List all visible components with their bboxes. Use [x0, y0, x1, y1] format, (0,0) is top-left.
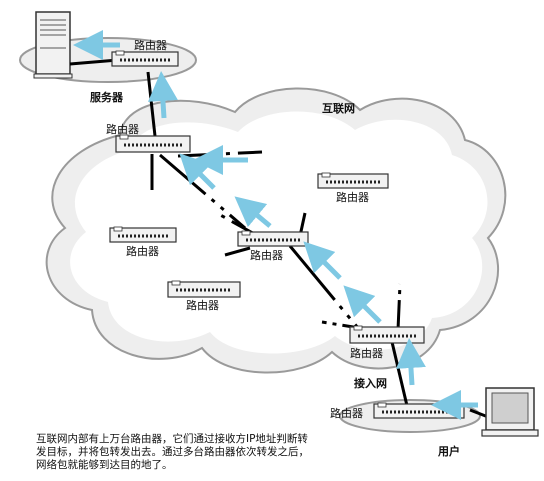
router-label: 路由器: [186, 299, 219, 312]
user-label: 用户: [438, 445, 460, 458]
router-label: 路由器: [134, 39, 167, 52]
router-icon: [115, 134, 191, 153]
diagram-caption: 互联网内部有上万台路由器，它们通过接收方IP地址判断转 发目标，并将包转发出去。…: [36, 433, 366, 472]
server-label: 服务器: [90, 91, 123, 104]
computer-icon: [481, 387, 539, 437]
router-label: 路由器: [350, 347, 383, 360]
router-label: 路由器: [330, 407, 363, 420]
router-icon: [111, 50, 179, 67]
router-icon: [167, 280, 241, 298]
router-label: 路由器: [250, 249, 283, 262]
internet-label: 互联网: [322, 102, 355, 115]
router-icon: [317, 172, 389, 189]
packet-flow-arrows: [73, 30, 478, 420]
caption-line: 发目标，并将包转发出去。通过多台路由器依次转发之后，: [36, 446, 309, 458]
access-network-label: 接入网: [354, 377, 387, 390]
router-label: 路由器: [106, 123, 139, 136]
server-icon: [33, 11, 73, 79]
router-icon: [109, 226, 177, 243]
caption-line: 互联网内部有上万台路由器，它们通过接收方IP地址判断转: [36, 433, 308, 445]
router-icon: [349, 325, 425, 344]
caption-line: 网络包就能够到达目的地了。: [36, 459, 173, 471]
router-label: 路由器: [336, 191, 369, 204]
router-label: 路由器: [126, 245, 159, 258]
router-icon: [237, 230, 309, 247]
